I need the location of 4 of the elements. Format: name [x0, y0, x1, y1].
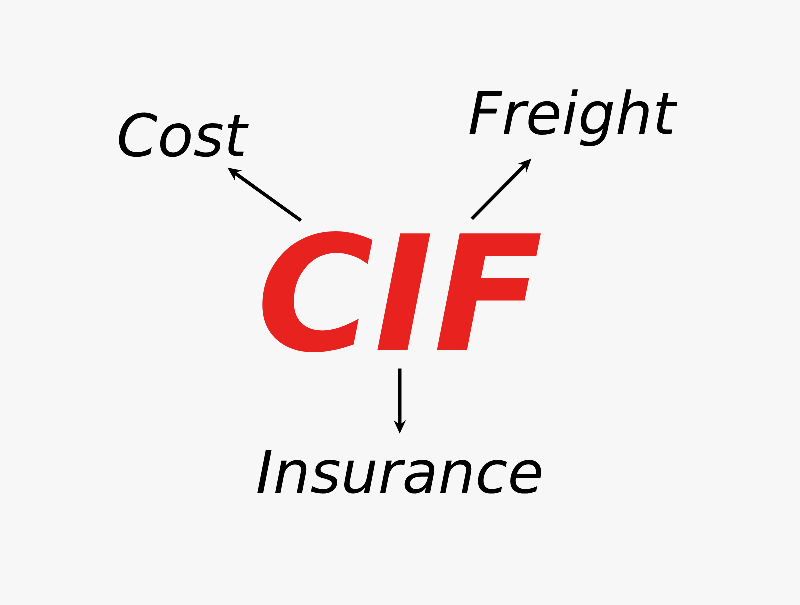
- word-text: Freight: [470, 90, 678, 146]
- word-text: Cost: [119, 112, 249, 158]
- word-text: Insurance: [258, 450, 542, 494]
- acronym-text: CIF: [262, 232, 542, 352]
